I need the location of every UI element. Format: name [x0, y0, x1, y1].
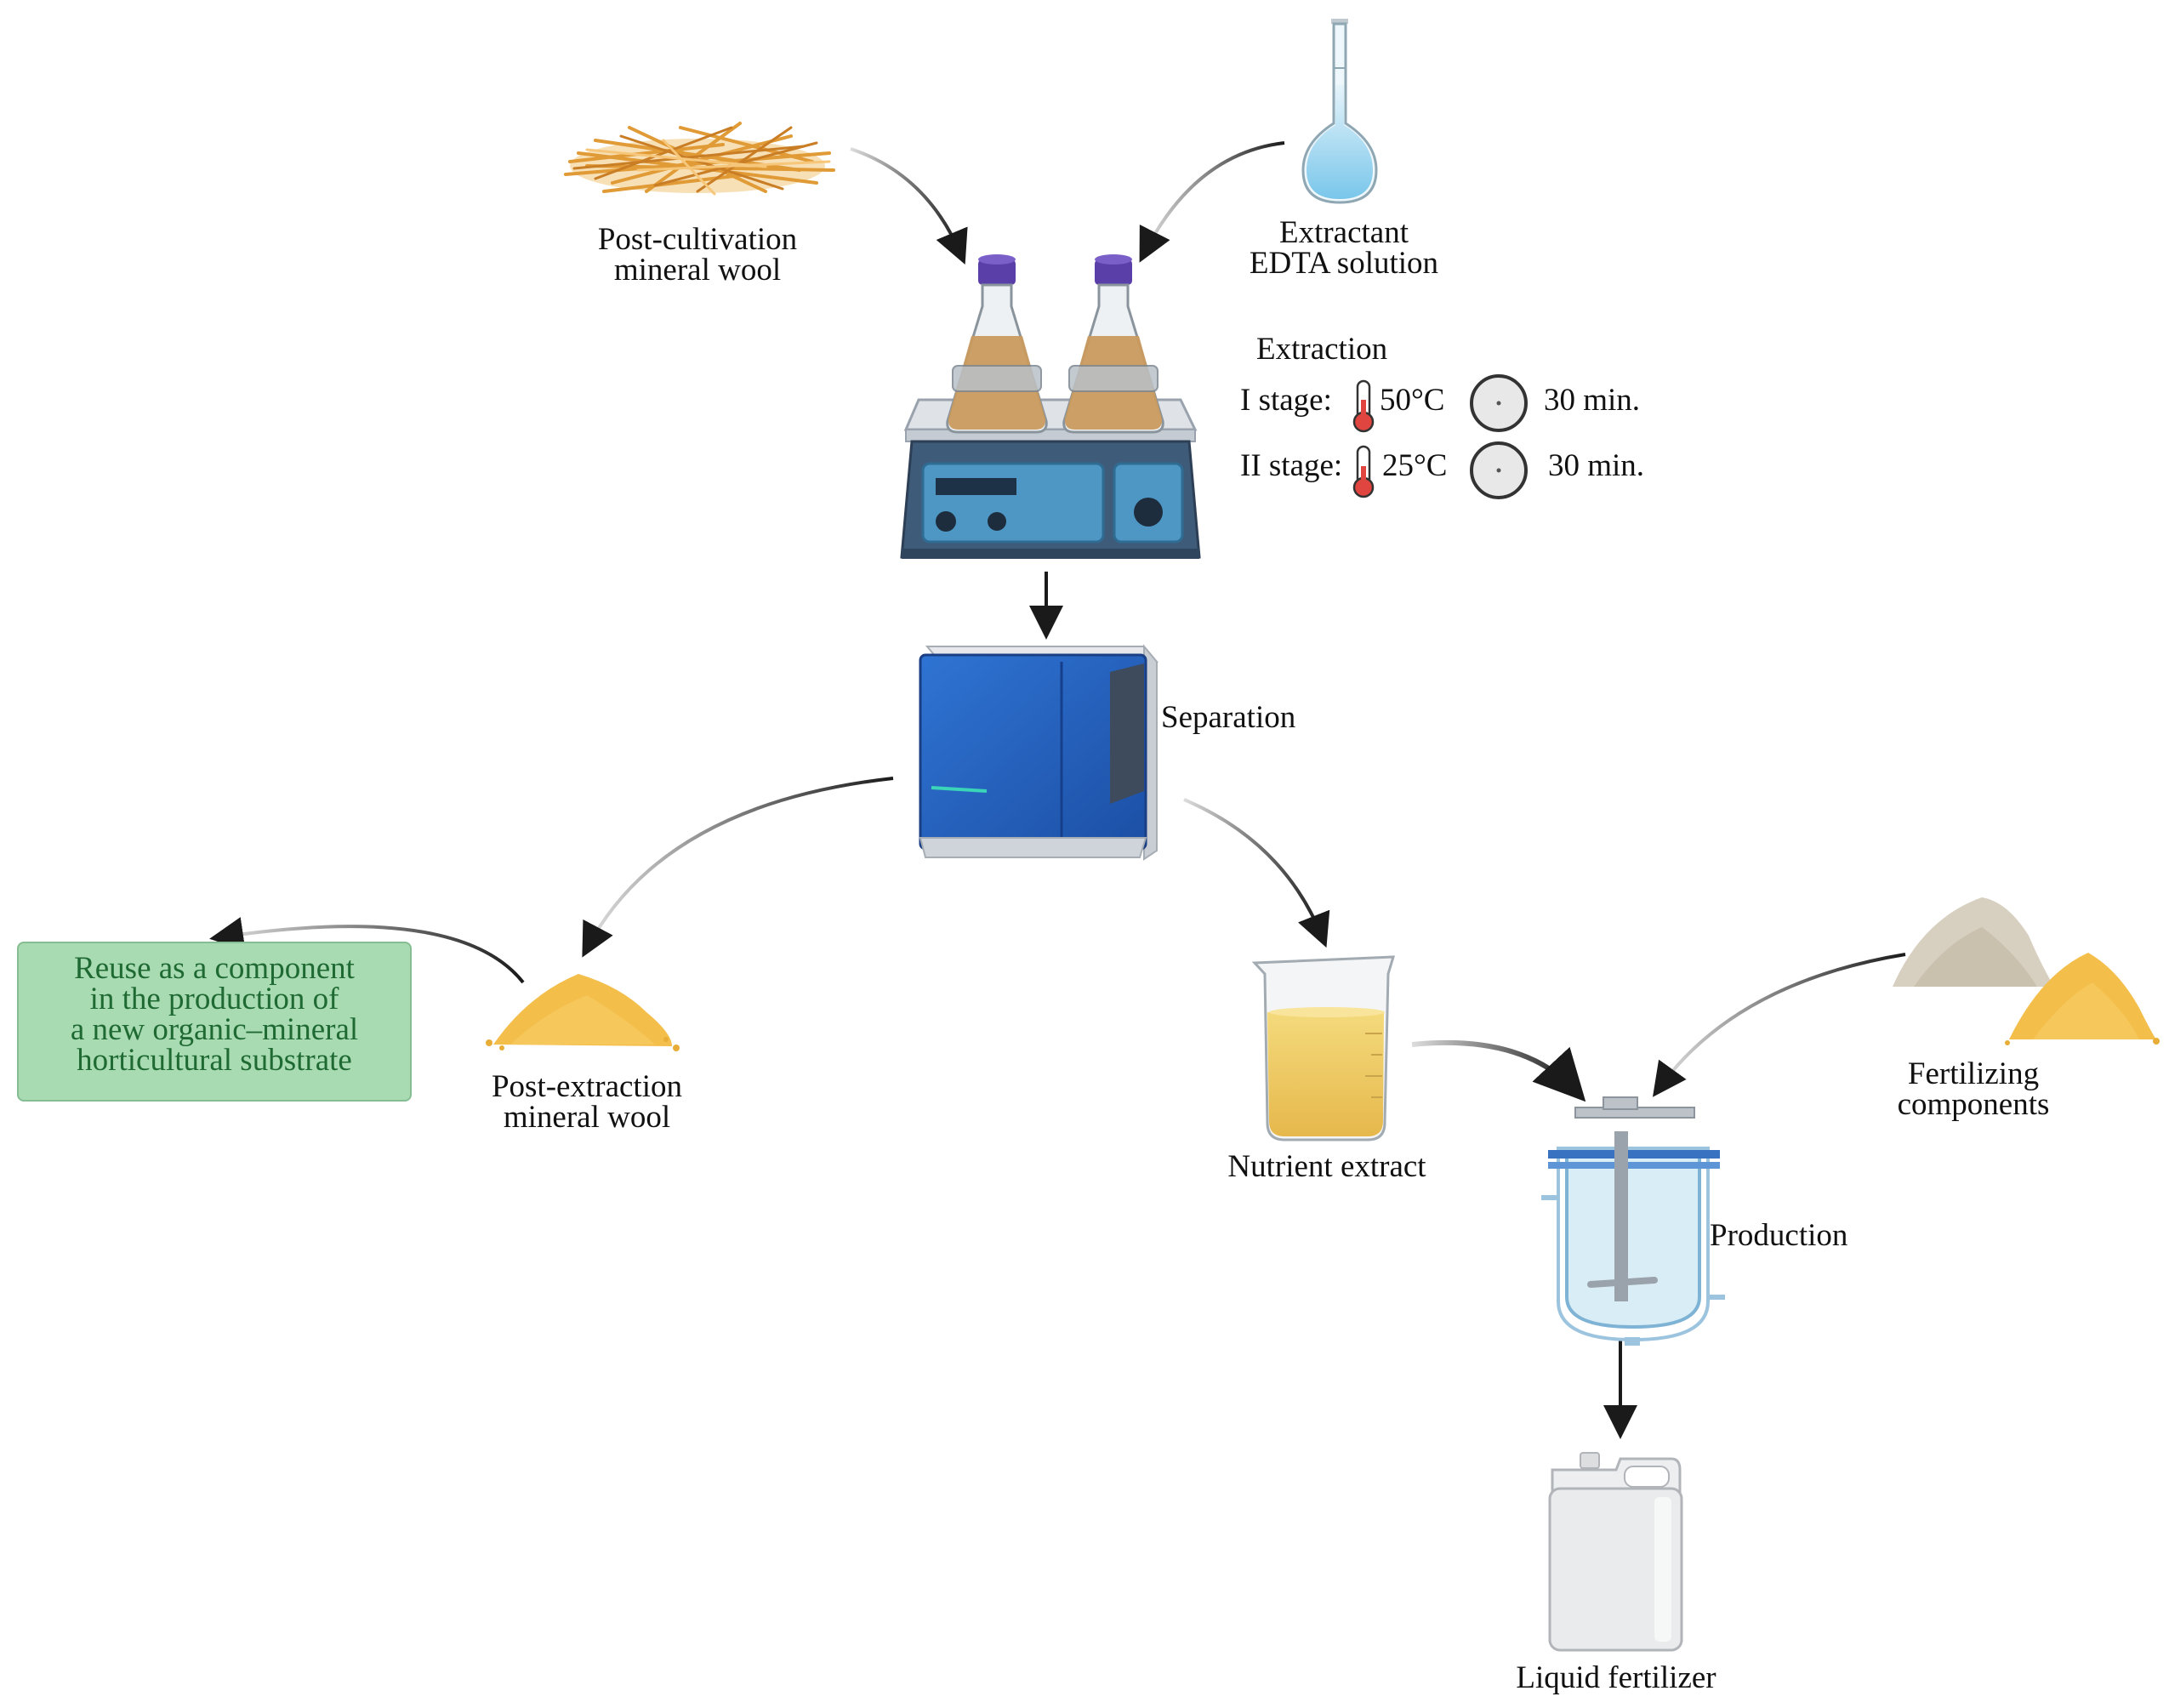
thermometer-icon-stage2 [1352, 445, 1375, 498]
stage1-temp: 50°C [1380, 383, 1445, 418]
stage2-label: II stage: [1240, 448, 1343, 483]
hotplate-shaker-icon [900, 254, 1201, 559]
centrifuge-icon [919, 644, 1159, 861]
arrow-post-extraction-to-reuse [209, 917, 525, 984]
post-extraction-label: Post-extraction mineral wool [491, 1069, 682, 1135]
nutrient-extract-label: Nutrient extract [1227, 1149, 1426, 1184]
liquid-fertilizer-label: Liquid fertilizer [1516, 1660, 1716, 1695]
extractant-label: Extractant EDTA solution [1249, 215, 1439, 281]
stage1-label: I stage: [1240, 383, 1332, 418]
production-label: Production [1710, 1218, 1848, 1253]
arrow-separation-to-nutrient [1183, 798, 1330, 948]
fertilizer-piles-icon [1893, 897, 2160, 1045]
stage2-time: 30 min. [1548, 448, 1645, 483]
arrow-nutrient-to-production [1411, 1039, 1586, 1102]
arrow-wool-to-extraction [850, 147, 968, 265]
straw-mineral-wool-icon [564, 122, 835, 196]
stage2-temp: 25°C [1382, 448, 1448, 483]
clock-icon-stage1 [1470, 374, 1528, 432]
bioreactor-icon [1541, 1096, 1725, 1346]
flask-left [946, 254, 1048, 434]
post-cultivation-label: Post-cultivation mineral wool [597, 222, 798, 288]
clock-icon-stage2 [1470, 441, 1528, 499]
thermometer-icon-stage1 [1352, 379, 1375, 433]
stage1-time: 30 min. [1544, 383, 1641, 418]
separation-label: Separation [1161, 700, 1296, 735]
reuse-box: Reuse as a component in the production o… [17, 942, 412, 1102]
powder-pile-icon [486, 974, 680, 1051]
flask-right [1062, 254, 1164, 434]
jerry-can-icon [1548, 1452, 1683, 1652]
fertilizing-components-label: Fertilizing components [1897, 1056, 2050, 1122]
extraction-title: Extraction [1256, 332, 1388, 367]
beaker-icon [1251, 955, 1396, 1142]
volumetric-flask-icon [1301, 19, 1378, 204]
arrow-fertilizing-to-production [1652, 953, 1906, 1097]
arrow-separation-to-post-extraction [582, 777, 894, 958]
arrow-edta-to-extraction [1139, 141, 1285, 263]
